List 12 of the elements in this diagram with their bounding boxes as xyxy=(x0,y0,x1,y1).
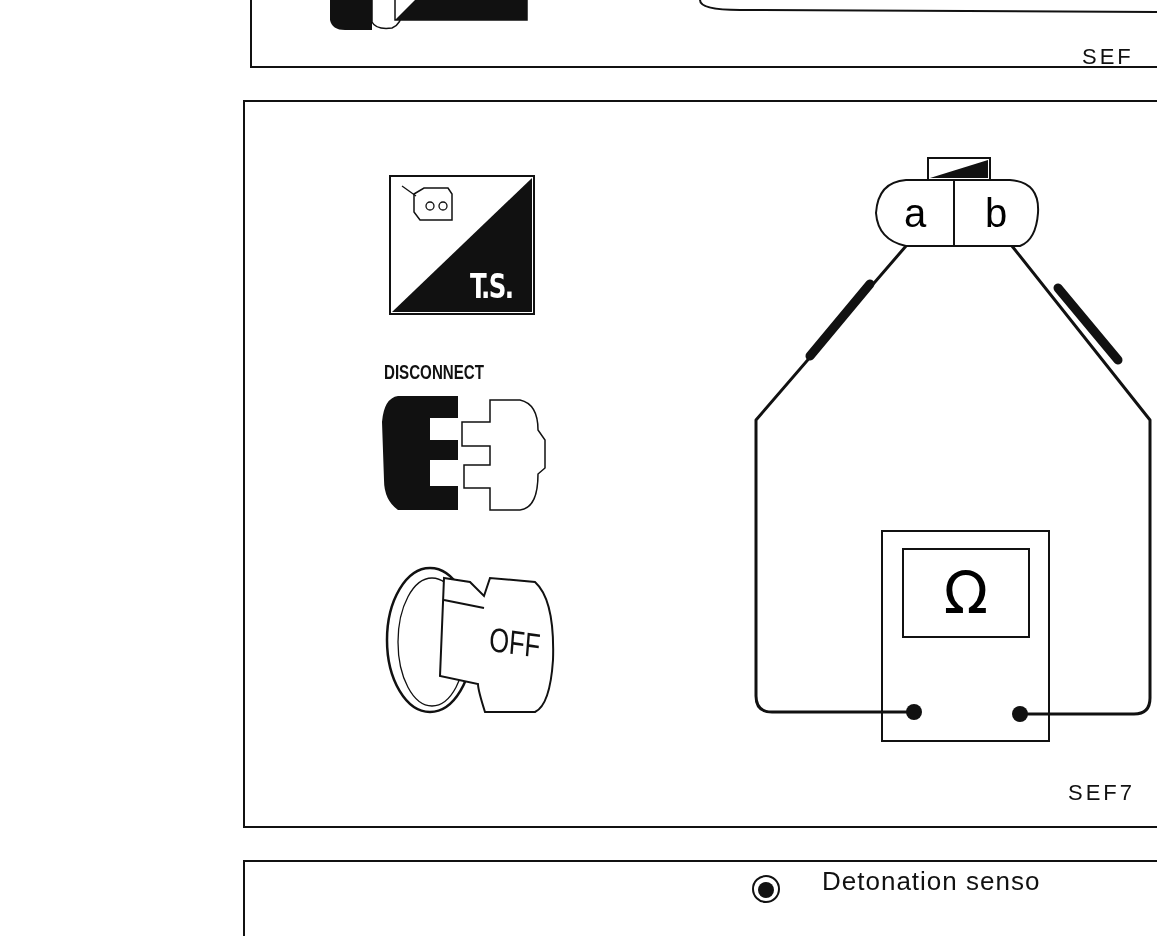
ohmmeter xyxy=(881,530,1050,742)
icon-label: T.S. xyxy=(470,266,513,306)
test-lead xyxy=(754,245,908,714)
section-heading: Detonation senso xyxy=(822,866,1041,897)
icon-caption: DISCONNECT xyxy=(384,360,484,384)
terminal-label: b xyxy=(984,193,1008,233)
terminal-label: a xyxy=(903,193,927,233)
figure-code: SEF xyxy=(1082,44,1134,70)
figure-code: SEF7 xyxy=(1068,780,1136,806)
icon-label: OFF xyxy=(487,620,542,666)
test-lead xyxy=(1010,245,1152,716)
meter-display: Ω xyxy=(902,548,1030,638)
